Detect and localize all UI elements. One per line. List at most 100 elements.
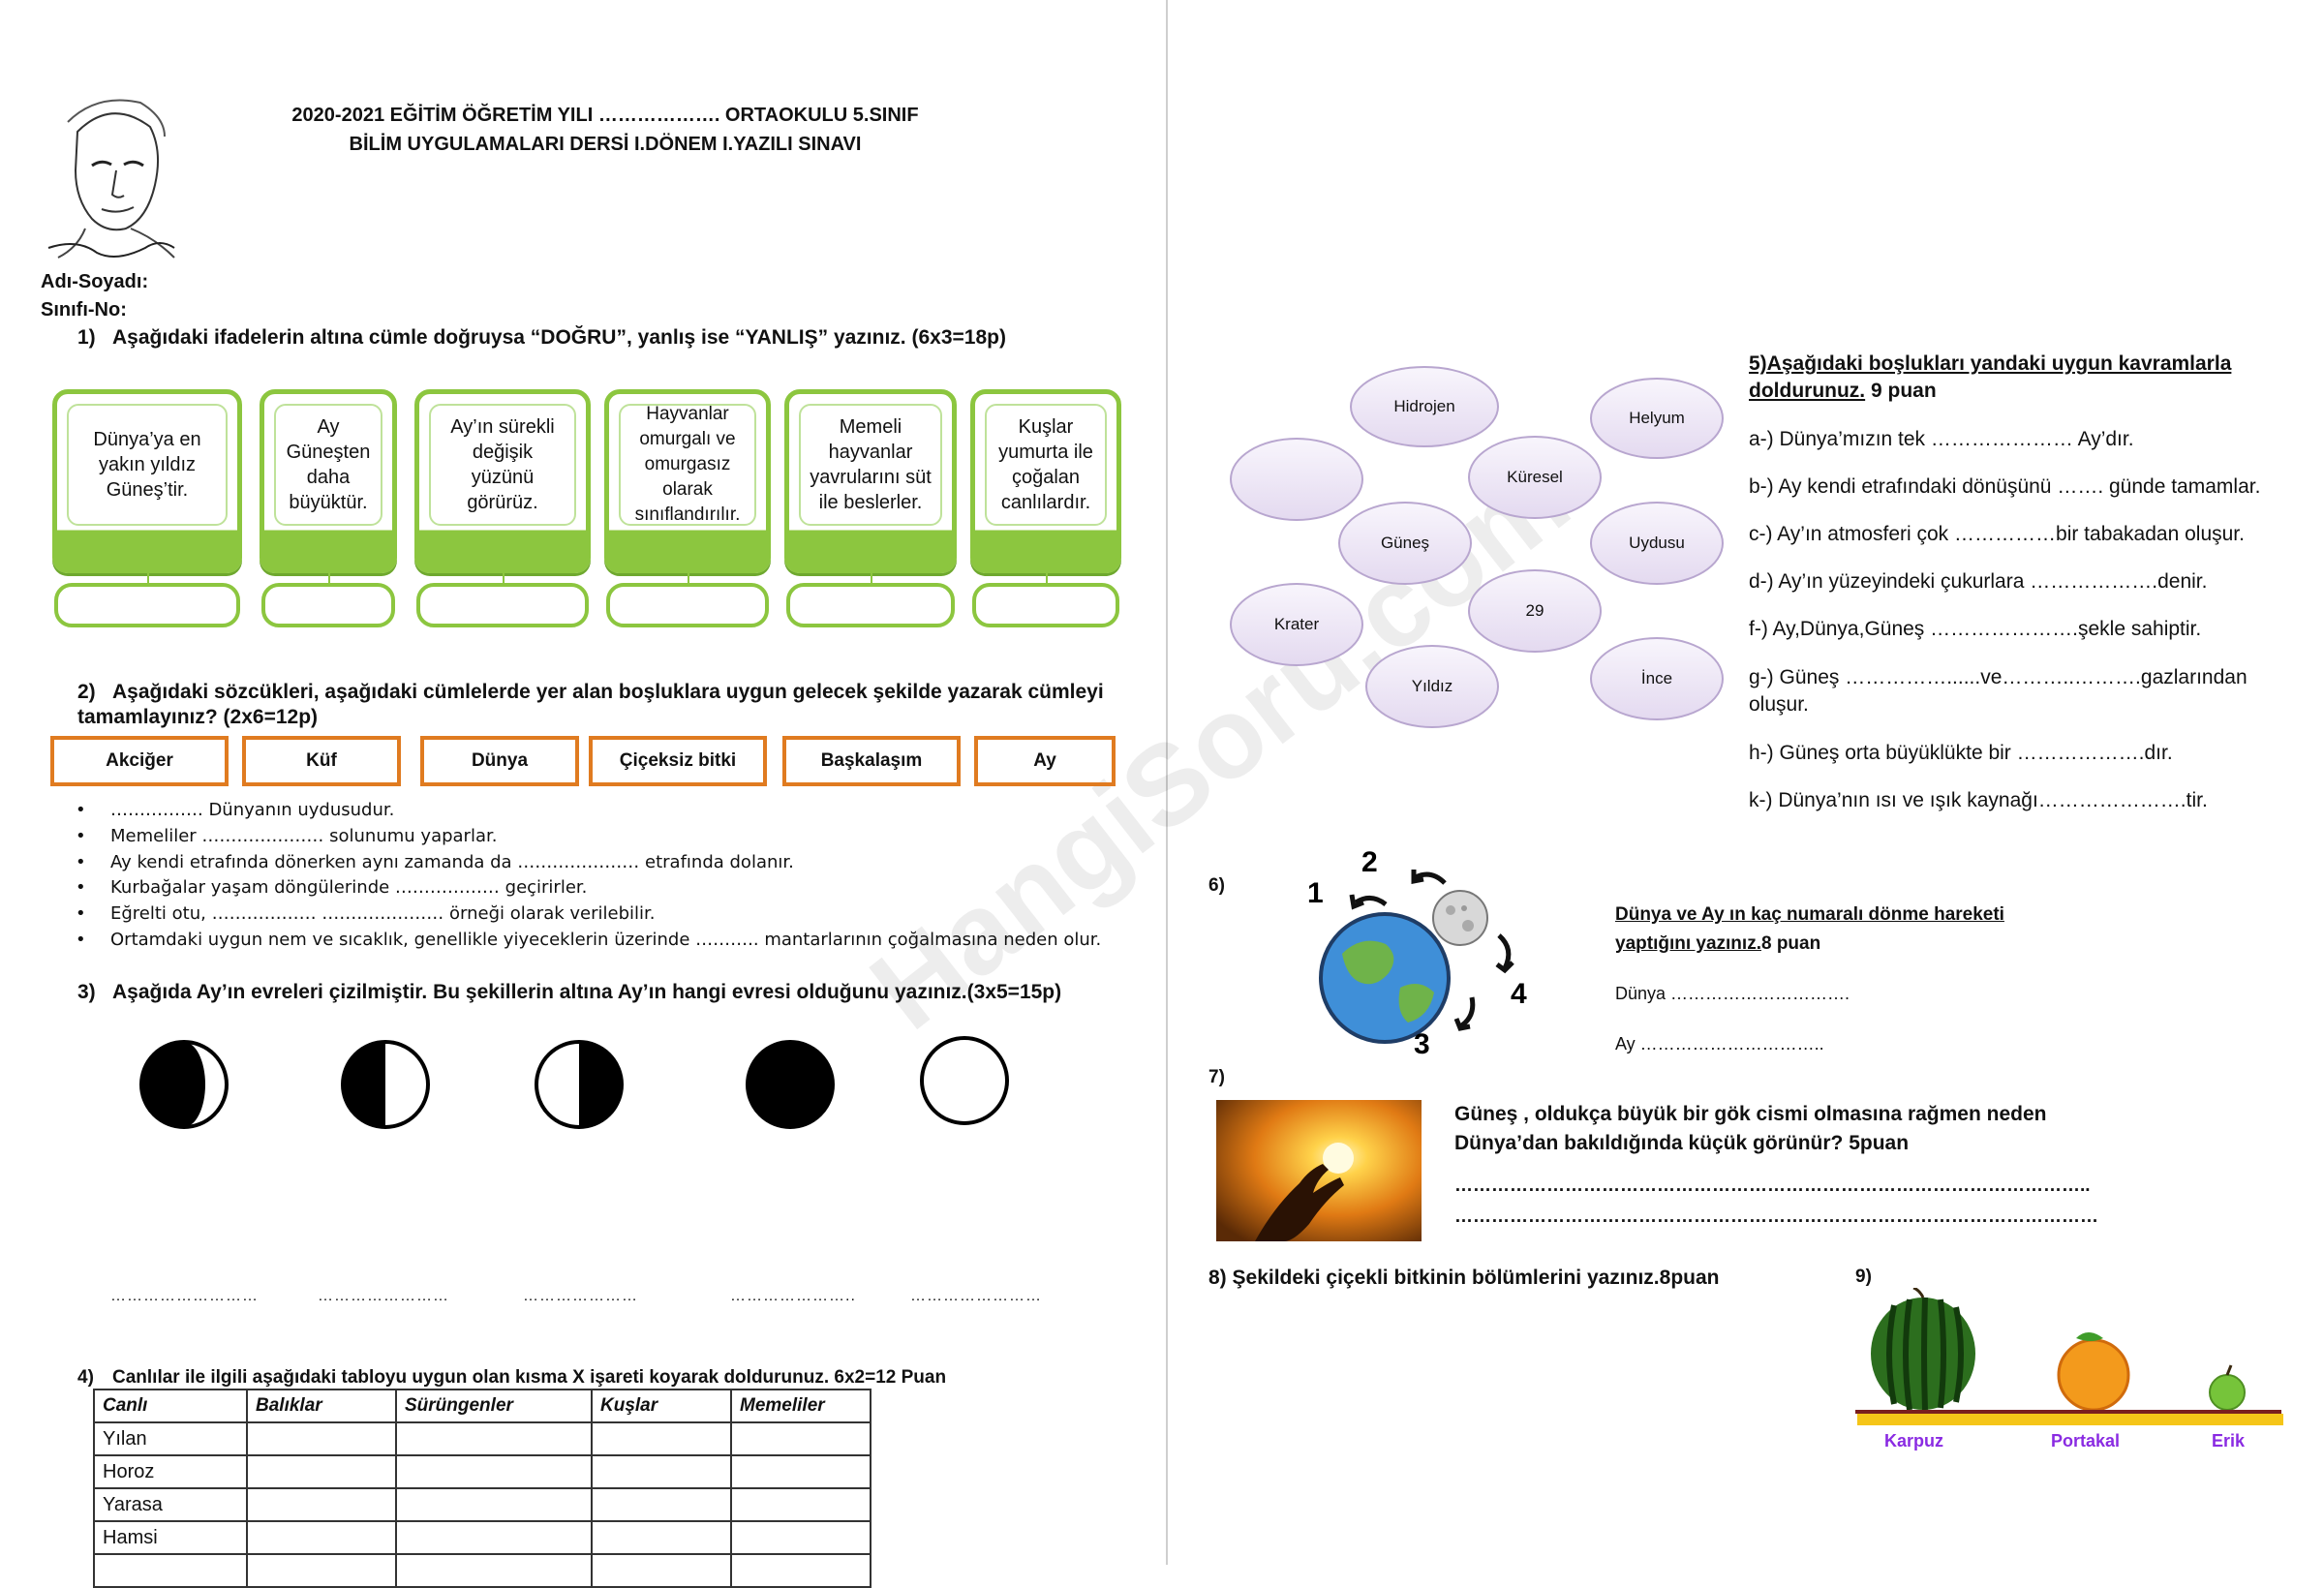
moon-phase-icon [535, 1040, 624, 1129]
q5-item: h-) Güneş orta büyüklükte bir ……………….dır… [1749, 742, 2173, 764]
table-row [93, 1553, 872, 1588]
header-line-2: BİLİM UYGULAMALARI DERSİ I.DÖNEM I.YAZIL… [349, 134, 862, 155]
column-header: Balıklar [246, 1389, 397, 1423]
card-statement: Memeli hayvanlar yavrularını süt ile bes… [799, 404, 942, 526]
moon-phase-icon [746, 1040, 835, 1129]
answer-cell[interactable] [730, 1520, 872, 1555]
list-item: ……………. Dünyanın uydusudur. [76, 798, 1101, 824]
q3-blank[interactable]: …………………… [318, 1288, 449, 1304]
q3-blank[interactable]: …………………… [910, 1288, 1042, 1304]
answer-field[interactable] [606, 583, 769, 627]
answer-cell[interactable] [730, 1553, 872, 1588]
answer-cell[interactable] [591, 1487, 732, 1522]
concept-bubble: Hidrojen [1350, 366, 1499, 447]
q7-question: Güneş , oldukça büyük bir gök cismi olma… [1454, 1100, 2047, 1158]
answer-cell[interactable] [395, 1520, 593, 1555]
column-header: Kuşlar [591, 1389, 732, 1423]
row-label [93, 1553, 248, 1588]
concept-bubble: İnce [1590, 637, 1724, 720]
answer-field[interactable] [261, 583, 395, 627]
q5-item: f-) Ay,Dünya,Güneş ………………….şekle sahipti… [1749, 618, 2202, 640]
moon-icon [1432, 890, 1488, 946]
fruit-label: Portakal [2051, 1431, 2121, 1451]
q3-blank[interactable]: ………………….. [730, 1288, 856, 1304]
q4-prompt: 4)Canlılar ile ilgili aşağıdaki tabloyu … [77, 1365, 1143, 1390]
rotation-label: 1 [1307, 877, 1324, 909]
answer-cell[interactable] [246, 1454, 397, 1489]
q3-prompt: 3)Aşağıda Ay’ın evreleri çizilmiştir. Bu… [77, 980, 1143, 1005]
true-false-card: Kuşlar yumurta ile çoğalan canlılardır. [964, 383, 1127, 639]
word-box: Çiçeksiz bitki [589, 736, 767, 786]
word-box: Dünya [420, 736, 579, 786]
q6-ay-answer[interactable]: Ay ………………………….. [1615, 1034, 1824, 1054]
word-box: Küf [242, 736, 401, 786]
q2-number: 2) [77, 681, 96, 703]
answer-cell[interactable] [730, 1487, 872, 1522]
table-row: Hamsi [93, 1520, 872, 1555]
list-item: Eğrelti otu, ……………… ………………… örneği olara… [76, 901, 1101, 928]
q3-blank[interactable]: ………………… [523, 1288, 638, 1304]
answer-field[interactable] [54, 583, 240, 627]
q5-item: k-) Dünya’nın ısı ve ışık kaynağı…………………… [1749, 789, 2208, 811]
answer-cell[interactable] [730, 1454, 872, 1489]
answer-cell[interactable] [395, 1487, 593, 1522]
answer-cell[interactable] [395, 1421, 593, 1456]
q1-text: Aşağıdaki ifadelerin altına cümle doğruy… [112, 326, 1006, 349]
answer-cell[interactable] [246, 1553, 397, 1588]
q7-answer-line[interactable]: ………………………………………………………………………………………….. [1454, 1176, 2091, 1196]
table-row: Yılan [93, 1421, 872, 1456]
q6-number: 6) [1208, 875, 1225, 896]
page-divider [1166, 0, 1168, 1565]
moon-phase-icon [920, 1036, 1009, 1125]
q5-points: 9 puan [1865, 380, 1937, 402]
q7-answer-line[interactable]: …………………………………………………………………………………………… [1454, 1206, 2098, 1227]
row-label: Horoz [93, 1454, 248, 1489]
answer-cell[interactable] [246, 1520, 397, 1555]
true-false-card: Ay Güneşten daha büyüktür. [254, 383, 403, 639]
column-header: Memeliler [730, 1389, 872, 1423]
list-item: Ortamdaki uygun nem ve sıcaklık, genelli… [76, 928, 1101, 954]
q4-text: Canlılar ile ilgili aşağıdaki tabloyu uy… [112, 1367, 947, 1388]
rotation-label: 2 [1361, 846, 1378, 878]
class-label: Sınıfı-No: [41, 299, 127, 321]
column-header: Sürüngenler [395, 1389, 593, 1423]
word-box: Akciğer [50, 736, 229, 786]
q3-number: 3) [77, 981, 96, 1003]
q5-item: d-) Ay’ın yüzeyindeki çukurlara ……………….d… [1749, 570, 2208, 593]
q8-text: 8) Şekildeki çiçekli bitkinin bölümlerin… [1208, 1267, 1720, 1289]
fruit-shelf [1857, 1414, 2283, 1425]
answer-cell[interactable] [591, 1553, 732, 1588]
true-false-card: Dünya’ya en yakın yıldız Güneş’tir. [46, 383, 248, 639]
answer-field[interactable] [786, 583, 955, 627]
answer-cell[interactable] [591, 1520, 732, 1555]
q5-title: 5)Aşağıdaki boşlukları yandaki uygun kav… [1749, 351, 2291, 405]
fruit-size-figure [1855, 1288, 2281, 1414]
table-row: Yarasa [93, 1487, 872, 1522]
q6-points: 8 puan [1760, 933, 1821, 954]
orange-icon [2057, 1332, 2130, 1412]
answer-cell[interactable] [246, 1487, 397, 1522]
q7-number: 7) [1208, 1067, 1225, 1087]
true-false-card: Memeli hayvanlar yavrularını süt ile bes… [779, 383, 963, 639]
q3-blank[interactable]: ……………………… [110, 1288, 259, 1304]
answer-cell[interactable] [730, 1421, 872, 1456]
q1-cards: Dünya’ya en yakın yıldız Güneş’tir. Ay G… [46, 383, 1127, 639]
header-line-1: 2020-2021 EĞİTİM ÖĞRETİM YILI ………………. OR… [291, 105, 919, 126]
q6-dunya-answer[interactable]: Dünya …………………………. [1615, 984, 1850, 1003]
answer-cell[interactable] [395, 1454, 593, 1489]
answer-cell[interactable] [246, 1421, 397, 1456]
answer-cell[interactable] [395, 1553, 593, 1588]
card-statement: Dünya’ya en yakın yıldız Güneş’tir. [67, 404, 228, 526]
answer-field[interactable] [416, 583, 589, 627]
answer-cell[interactable] [591, 1454, 732, 1489]
answer-cell[interactable] [591, 1421, 732, 1456]
table-row: Horoz [93, 1454, 872, 1489]
word-box: Ay [974, 736, 1116, 786]
q2-sentence-list: ……………. Dünyanın uydusudur. Memeliler ………… [76, 798, 1101, 954]
rotation-label: 4 [1511, 978, 1527, 1010]
q5-title-text: 5)Aşağıdaki boşlukları yandaki uygun kav… [1749, 352, 2232, 402]
answer-field[interactable] [972, 583, 1119, 627]
earth-moon-rotation-figure: 1 2 3 4 [1307, 846, 1527, 1060]
q4-table: Canlı Balıklar Sürüngenler Kuşlar Memeli… [93, 1389, 872, 1588]
q5-item: c-) Ay’ın atmosferi çok ……………bir tabakad… [1749, 523, 2245, 545]
